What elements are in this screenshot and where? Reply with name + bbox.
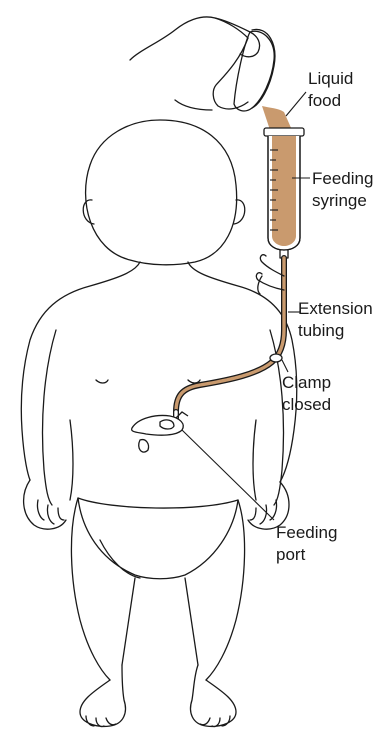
adult-arm bbox=[130, 17, 248, 110]
label-liquid-food-line2: food bbox=[308, 90, 353, 112]
baby-nipple-left bbox=[96, 380, 108, 383]
baby-arm-left bbox=[43, 330, 74, 505]
label-extension-tubing-line2: tubing bbox=[298, 320, 373, 342]
label-liquid-food: Liquid food bbox=[308, 68, 353, 112]
label-feeding-syringe: Feeding syringe bbox=[312, 168, 373, 212]
baby-hand-left bbox=[24, 480, 66, 529]
label-clamp-closed: Clamp closed bbox=[282, 372, 331, 416]
side-port bbox=[256, 255, 284, 294]
label-feeding-syringe-line2: syringe bbox=[312, 190, 373, 212]
baby-foot-left bbox=[80, 665, 125, 727]
label-extension-tubing: Extension tubing bbox=[298, 298, 373, 342]
baby-leg-right bbox=[185, 500, 245, 680]
label-feeding-port-line2: port bbox=[276, 544, 337, 566]
label-feeding-syringe-line1: Feeding bbox=[312, 168, 373, 190]
baby-head bbox=[86, 120, 237, 265]
liquid-food-stream bbox=[262, 106, 292, 130]
feeding-cup bbox=[234, 31, 274, 111]
label-feeding-port-line1: Feeding bbox=[276, 522, 337, 544]
label-clamp-line2: closed bbox=[282, 394, 331, 416]
baby-leg-left bbox=[71, 498, 135, 680]
label-liquid-food-line1: Liquid bbox=[308, 68, 353, 90]
feeding-port bbox=[132, 412, 188, 435]
cup-rim bbox=[252, 29, 275, 108]
baby-ear-left bbox=[83, 200, 94, 224]
extension-tubing-outer bbox=[176, 258, 284, 412]
feeding-syringe bbox=[264, 128, 304, 258]
baby-diaper bbox=[78, 498, 238, 579]
label-clamp-line1: Clamp bbox=[282, 372, 331, 394]
clamp bbox=[270, 354, 282, 362]
baby-foot-right bbox=[191, 665, 236, 727]
label-extension-tubing-line1: Extension bbox=[298, 298, 373, 320]
baby-navel bbox=[139, 440, 149, 452]
label-feeding-port: Feeding port bbox=[276, 522, 337, 566]
